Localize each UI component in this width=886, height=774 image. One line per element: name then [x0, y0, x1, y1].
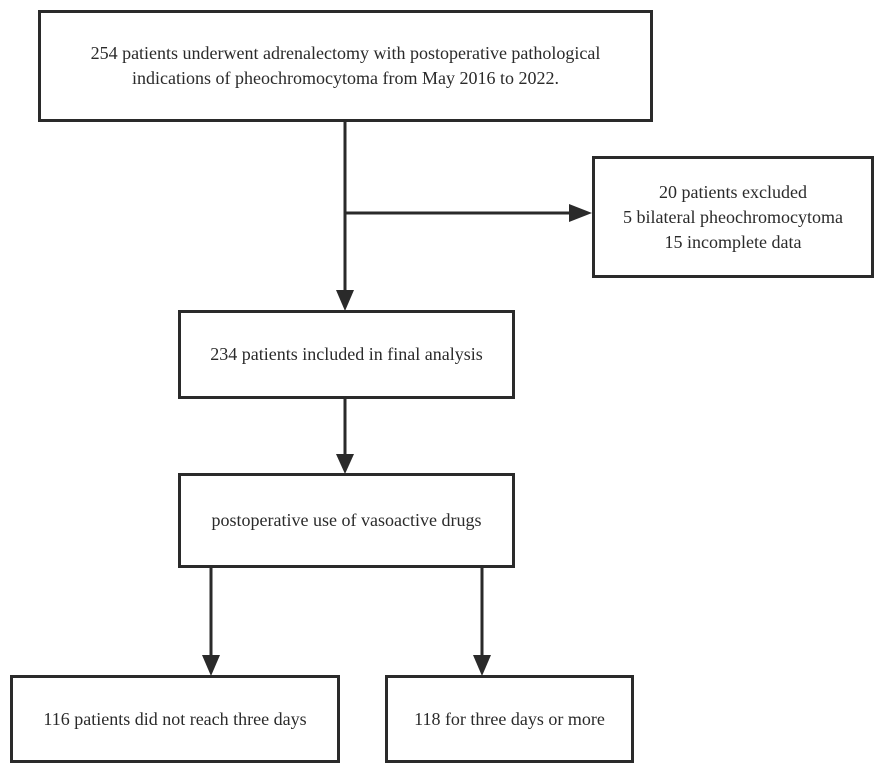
node-vasoactive-line-1: postoperative use of vasoactive drugs [211, 510, 482, 530]
node-enrolled-line-1: 254 patients underwent adrenalectomy wit… [90, 43, 601, 63]
node-excluded-line-1: 20 patients excluded [659, 181, 807, 202]
arrowhead-included [336, 290, 354, 311]
arrowhead-vasoactive [336, 454, 354, 474]
node-vasoactive: postoperative use of vasoactive drugs [178, 473, 515, 568]
node-included-line-1: 234 patients included in final analysis [210, 344, 483, 364]
arrowhead-excluded [569, 204, 592, 222]
node-enrolled: 254 patients underwent adrenalectomy wit… [38, 10, 653, 122]
node-excluded-line-3: 15 incomplete data [664, 231, 802, 252]
node-enrolled-line-2: indications of pheochromocytoma from May… [132, 68, 559, 88]
node-included: 234 patients included in final analysis [178, 310, 515, 399]
arrowhead-under-three-days [202, 655, 220, 676]
node-under-three-days-line-1: 116 patients did not reach three days [43, 708, 307, 729]
node-three-days-or-more-line-1: 118 for three days or more [414, 708, 605, 729]
node-excluded: 20 patients excluded 5 bilateral pheochr… [592, 156, 874, 278]
node-under-three-days: 116 patients did not reach three days [10, 675, 340, 763]
node-three-days-or-more: 118 for three days or more [385, 675, 634, 763]
arrowhead-three-days-or-more [473, 655, 491, 676]
node-excluded-line-2: 5 bilateral pheochromocytoma [623, 206, 843, 227]
